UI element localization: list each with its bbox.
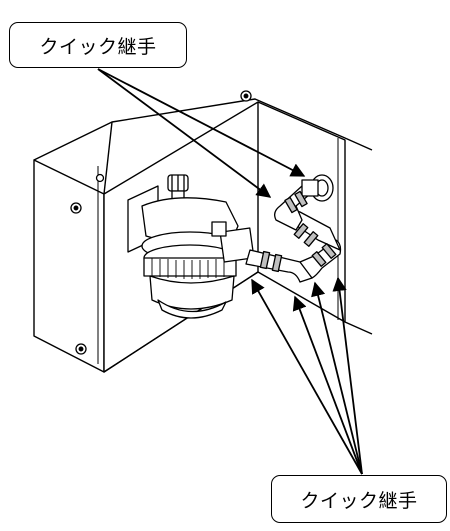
leader-arrow	[292, 295, 363, 475]
bulkhead-connector	[301, 174, 334, 202]
piping	[245, 174, 342, 283]
cabinet-top-edge	[33, 98, 373, 161]
cabinet-lower-edge	[103, 271, 346, 373]
callout-bottom: クイック継手	[271, 475, 447, 523]
filter-regulator	[127, 174, 255, 319]
callout-top: クイック継手	[9, 22, 187, 68]
top-callout-arrows	[97, 68, 306, 198]
leader-arrow	[332, 276, 363, 475]
quick-coupling-rings	[259, 190, 337, 273]
leader-arrow	[251, 278, 363, 475]
leader-arrow	[97, 68, 272, 198]
cabinet-back-panel	[257, 101, 373, 335]
screws	[70, 90, 252, 355]
leader-arrow	[311, 281, 363, 475]
screw-icon	[95, 173, 105, 183]
leader-arrow	[97, 68, 306, 177]
bottom-callout-arrows	[251, 276, 363, 475]
regulator-port	[219, 227, 255, 263]
cabinet-left-panel	[33, 159, 105, 373]
screw-icon	[75, 343, 87, 355]
screw-icon	[240, 90, 252, 102]
screw-icon	[70, 202, 82, 214]
